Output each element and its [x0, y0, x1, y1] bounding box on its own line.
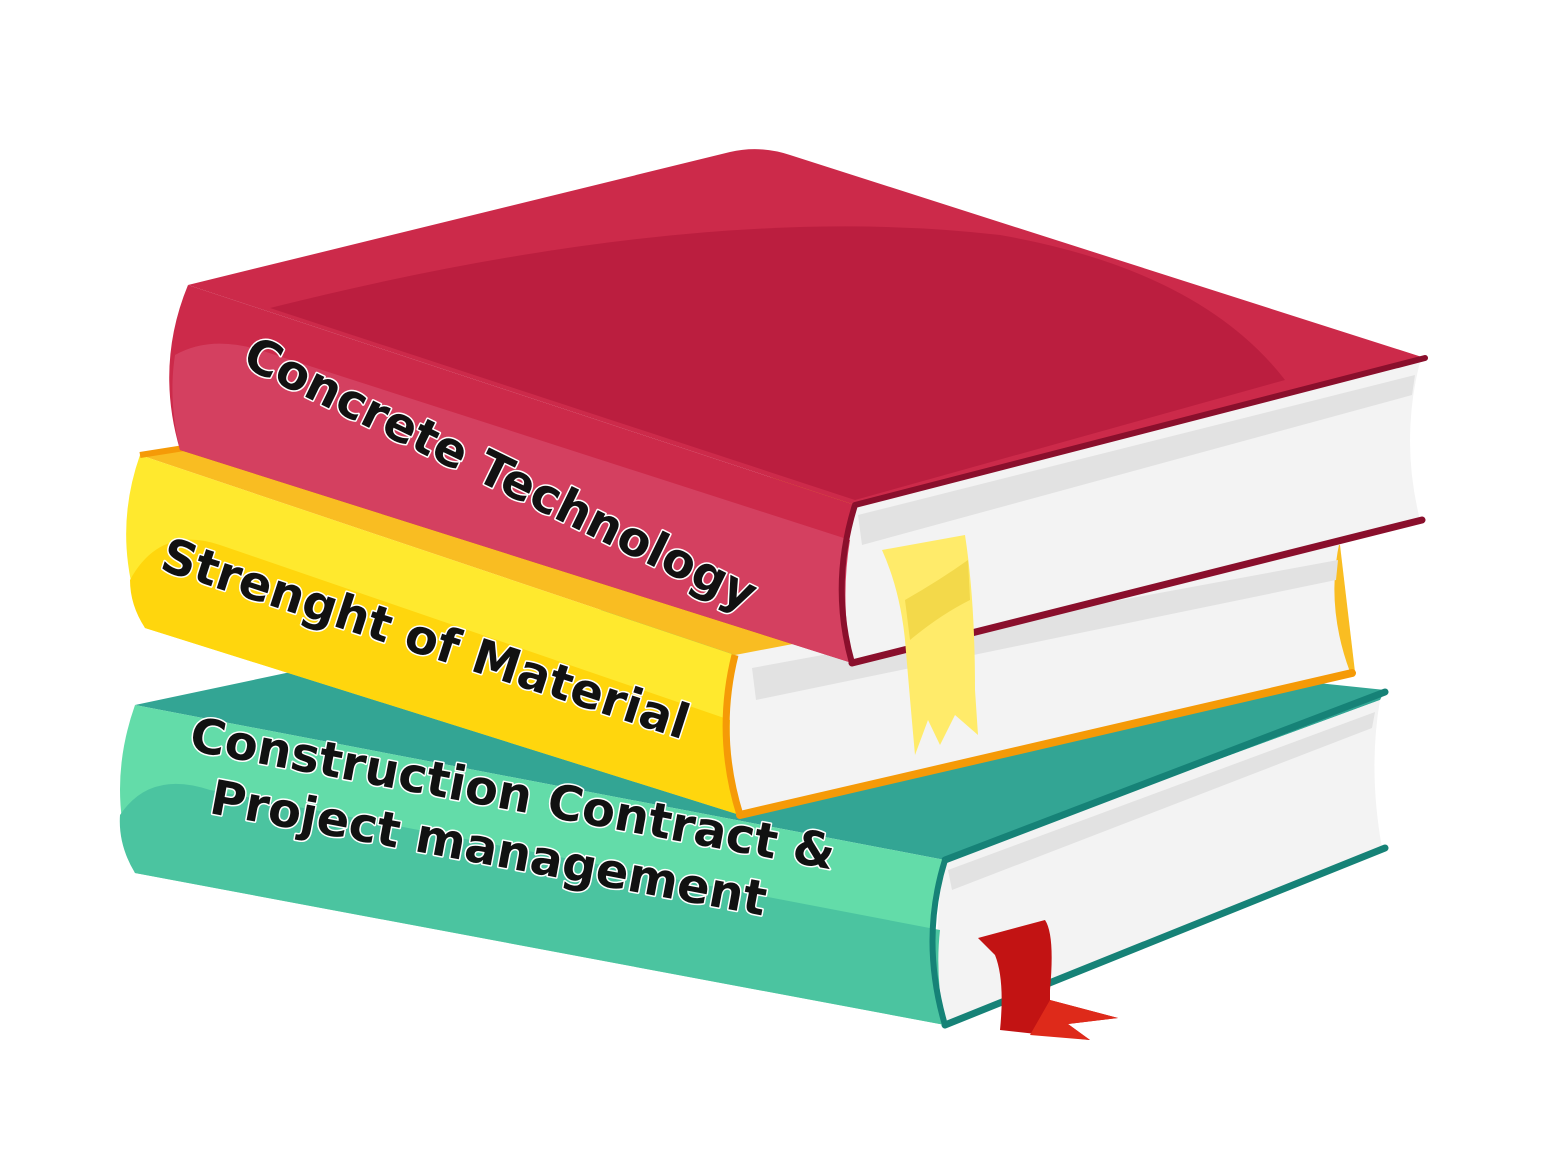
top-book-pages-shade — [858, 375, 1415, 545]
middle-book-pages-shade — [752, 560, 1338, 700]
middle-book-back-edge — [736, 669, 1356, 819]
bottom-book-top-edge — [941, 688, 1389, 864]
bottom-book-spine-shade — [119, 783, 945, 1025]
top-book-cover-shade — [270, 226, 1285, 500]
middle-book-spine-curve — [722, 654, 744, 817]
bottom-book-pages-shade — [948, 712, 1375, 890]
bottom-book-spine-curve — [929, 859, 948, 1026]
top-book-spine-curve — [838, 504, 858, 664]
bottom-bookmark-light — [1030, 1000, 1118, 1040]
top-book-top-edge — [852, 355, 1428, 508]
top-bookmark-fold — [905, 560, 970, 640]
top-book-pages — [841, 362, 1420, 663]
middle-book-spine-shade — [130, 539, 740, 815]
top-book-spine-light — [172, 343, 853, 663]
top-book: Concrete Technology — [169, 149, 1428, 755]
